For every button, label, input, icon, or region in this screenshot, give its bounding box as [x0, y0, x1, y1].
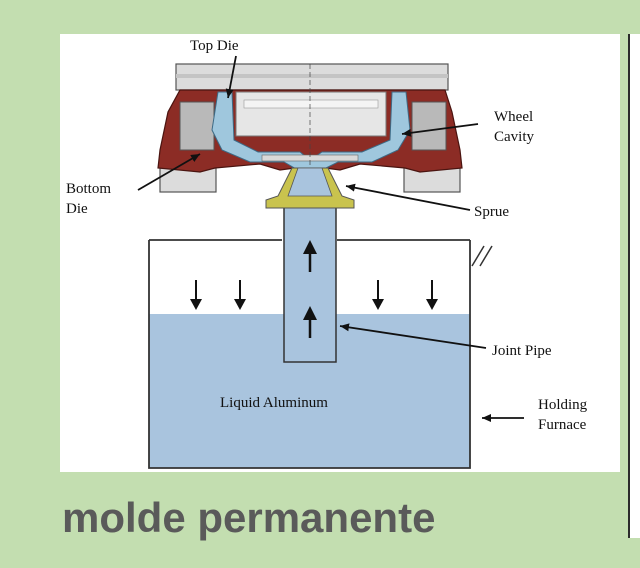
- furnace-walls: [148, 240, 471, 469]
- caption: molde permanente: [62, 494, 436, 541]
- top-die-leader: [225, 55, 237, 99]
- label-bottom: Bottom: [66, 181, 111, 197]
- pressure-arrows: [190, 240, 438, 338]
- label-die: Die: [66, 201, 88, 217]
- down-arrow-icon: [234, 280, 246, 310]
- die-assembly: [157, 63, 463, 209]
- sprue-leader: [345, 183, 471, 211]
- casting-diagram: Top Die Wheel Cavity Bottom Die Sprue Jo…: [66, 38, 588, 469]
- label-top-die: Top Die: [190, 38, 239, 54]
- break-mark: [471, 245, 485, 267]
- down-arrow-icon: [190, 280, 202, 310]
- down-arrow-icon: [426, 280, 438, 310]
- label-joint-pipe: Joint Pipe: [492, 343, 552, 359]
- label-wheel: Wheel: [494, 109, 533, 125]
- label-furnace: Furnace: [538, 417, 587, 433]
- wheel-cavity-leader: [401, 123, 479, 137]
- diagram-frame: Top Die Wheel Cavity Bottom Die Sprue Jo…: [60, 34, 620, 472]
- bottom-die-leader: [137, 153, 201, 191]
- joint-pipe: [283, 204, 337, 363]
- side-block-left: [179, 101, 215, 151]
- side-panel: [628, 34, 640, 538]
- label-cavity: Cavity: [494, 129, 534, 145]
- joint-pipe-leader: [339, 323, 487, 349]
- bottom-plate-right: [403, 167, 461, 193]
- wheel-cavity: [211, 91, 411, 171]
- leader-arrows: [137, 55, 524, 422]
- label-liquid-aluminum: Liquid Aluminum: [220, 395, 328, 411]
- diagram-labels: Top Die Wheel Cavity Bottom Die Sprue Jo…: [66, 38, 588, 433]
- side-block-right: [411, 101, 447, 151]
- label-holding: Holding: [538, 397, 588, 413]
- top-die-core: [235, 91, 387, 137]
- up-arrow-icon: [303, 240, 317, 272]
- down-arrow-icon: [372, 280, 384, 310]
- up-arrow-icon: [303, 306, 317, 338]
- label-sprue: Sprue: [474, 204, 509, 220]
